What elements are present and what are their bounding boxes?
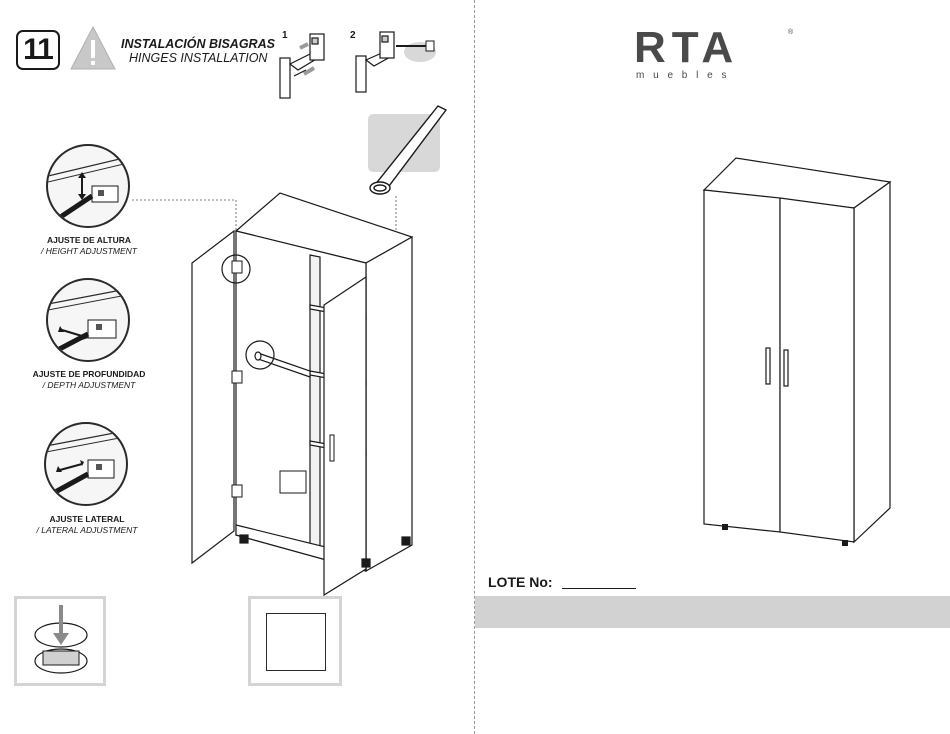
hinge-steps-illustration: 1 2 [270, 28, 440, 104]
hinge-step-1-label: 1 [282, 30, 288, 41]
height-adjustment-detail [46, 144, 130, 228]
lateral-adjustment-detail [44, 422, 128, 506]
arrow-down-icon [17, 599, 103, 683]
wardrobe-open-illustration [130, 185, 420, 605]
title-english: HINGES INSTALLATION [129, 51, 267, 65]
wardrobe-closed-illustration [696, 150, 896, 550]
hinge-step-2-label: 2 [350, 30, 356, 41]
screwdriver-icon [46, 424, 128, 506]
screwdriver-icon [48, 146, 130, 228]
panel-square [266, 613, 326, 671]
lot-number-label: LOTE No: [488, 574, 553, 590]
warning-icon [68, 24, 118, 72]
lot-number-blank [562, 588, 636, 589]
depth-adjustment-detail [46, 278, 130, 362]
brand-subtitle: m u e b l e s [636, 70, 729, 81]
rta-logo: RTA ® m u e b l e s [634, 26, 794, 82]
leveler-detail [14, 596, 106, 686]
step-number: 11 [16, 30, 60, 70]
title-spanish: INSTALACIÓN BISAGRAS [121, 37, 275, 51]
screwdriver-icon [48, 280, 130, 362]
footer-band [475, 596, 950, 628]
brand-name: RTA [634, 26, 739, 72]
back-panel-detail [248, 596, 342, 686]
registered-mark: ® [788, 28, 794, 36]
